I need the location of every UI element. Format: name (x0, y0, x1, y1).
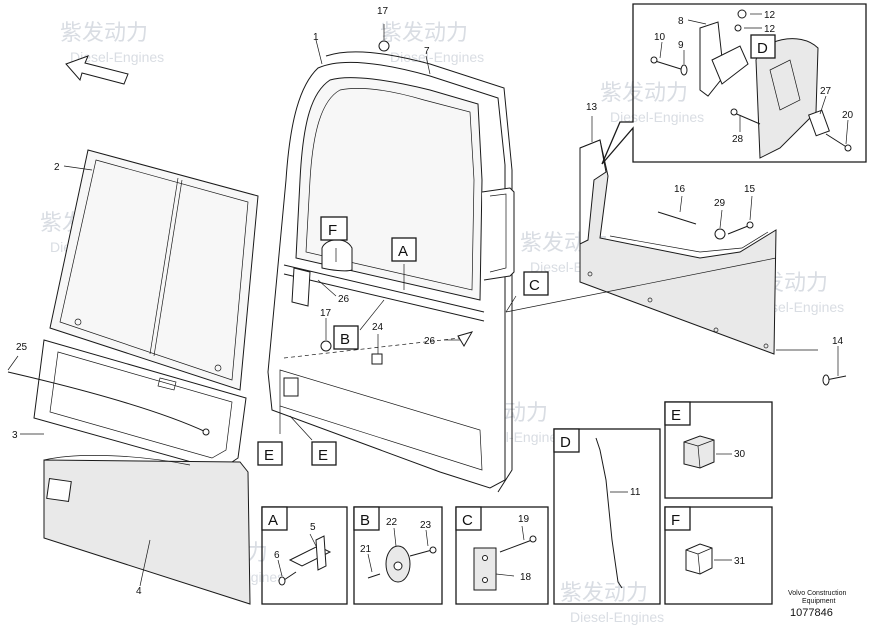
tag-b: B (340, 331, 350, 348)
callout-16: 16 (674, 184, 686, 195)
callout-9: 9 (678, 40, 684, 51)
detail-letter-b: B (360, 512, 370, 529)
watermark-text: 紫发动力 (600, 80, 688, 105)
detail-box-b: B 22 23 21 (353, 506, 443, 605)
tag-f: F (328, 222, 337, 239)
detail-letter-c: C (462, 512, 473, 529)
detail-box-f: F 31 (664, 506, 773, 605)
watermark-text: Diesel-Engines (570, 609, 664, 625)
brand-line-2: Equipment (802, 598, 836, 605)
detail-letter-a: A (268, 512, 278, 529)
screw-15 (727, 221, 754, 235)
callout-25: 25 (16, 342, 28, 353)
callout-26-left: 26 (338, 294, 350, 305)
callout-22: 22 (386, 517, 398, 528)
detail-letter-e: E (671, 407, 681, 424)
outer-handle (481, 187, 515, 281)
callout-3: 3 (12, 430, 18, 441)
watermark-text: 紫发动力 (380, 20, 468, 45)
detail-box-e: E 30 (664, 401, 773, 499)
callout-8: 8 (678, 16, 684, 27)
watermark-text: 紫发动力 (60, 20, 148, 45)
detail-hinge-view: D 8 9 10 12 12 20 27 28 (601, 3, 867, 165)
callout-23: 23 (420, 520, 432, 531)
side-panel (579, 139, 777, 355)
detail-box-d: D 11 (553, 428, 661, 605)
bolt-14 (822, 374, 847, 386)
callout-2: 2 (54, 162, 60, 173)
callout-30: 30 (734, 449, 746, 460)
callout-10: 10 (654, 32, 666, 43)
washer-29 (714, 228, 726, 240)
nut-17 (320, 40, 390, 352)
callout-numbers: 1 2 3 4 7 13 14 15 16 17 17 24 25 26 26 … (12, 6, 844, 597)
callout-26-right: 26 (424, 336, 436, 347)
frame-seal (325, 51, 513, 493)
guide-dashed (283, 337, 461, 359)
detail-letter-f: F (671, 512, 680, 529)
lower-door-panel (43, 455, 251, 605)
door-frame (267, 61, 506, 489)
watermark-text: 紫发动力 (560, 580, 648, 605)
tag-e-left: E (264, 447, 274, 464)
callout-29: 29 (714, 198, 726, 209)
callout-1: 1 (313, 32, 319, 43)
callout-20: 20 (842, 110, 854, 121)
callout-5: 5 (310, 522, 316, 533)
tag-e-right: E (318, 447, 328, 464)
detail-box-a: A 5 6 (261, 506, 348, 605)
direction-arrow (65, 55, 129, 85)
callout-31: 31 (734, 556, 746, 567)
callout-11: 11 (630, 487, 641, 498)
letter-tags: F A B C E E (257, 216, 549, 466)
callout-28: 28 (732, 134, 744, 145)
brand-line-1: Volvo Construction (788, 590, 846, 597)
callout-7: 7 (424, 46, 430, 57)
callout-4: 4 (136, 586, 142, 597)
callout-12-top: 12 (764, 10, 776, 21)
watermark-text: Diesel-Engines (70, 49, 164, 65)
leader-lines (7, 24, 839, 587)
callout-13: 13 (586, 102, 598, 113)
block-24 (371, 353, 383, 365)
seal-strip (7, 371, 210, 436)
drawing-number: 1077846 (790, 607, 833, 619)
detail-letter-d: D (560, 434, 571, 451)
tag-d: D (757, 40, 768, 57)
callout-19: 19 (518, 514, 530, 525)
watermark-text: Diesel-Engines (390, 49, 484, 65)
callout-18: 18 (520, 572, 532, 583)
callout-17-top: 17 (377, 6, 389, 17)
callout-15: 15 (744, 184, 756, 195)
upper-window-glass (49, 149, 259, 391)
callout-21: 21 (360, 544, 372, 555)
tag-a: A (398, 243, 408, 260)
rod-16 (657, 211, 697, 225)
inner-handle (291, 239, 353, 307)
detail-box-c: C 19 18 (455, 506, 549, 605)
callout-17-mid: 17 (320, 308, 332, 319)
footer: Volvo Construction Equipment 1077846 (788, 590, 846, 619)
callout-14: 14 (832, 336, 844, 347)
callout-27: 27 (820, 86, 832, 97)
callout-12-bottom: 12 (764, 24, 776, 35)
wedge-26 (457, 331, 474, 347)
callout-6: 6 (274, 550, 280, 561)
tag-c: C (529, 277, 540, 294)
callout-24: 24 (372, 322, 384, 333)
